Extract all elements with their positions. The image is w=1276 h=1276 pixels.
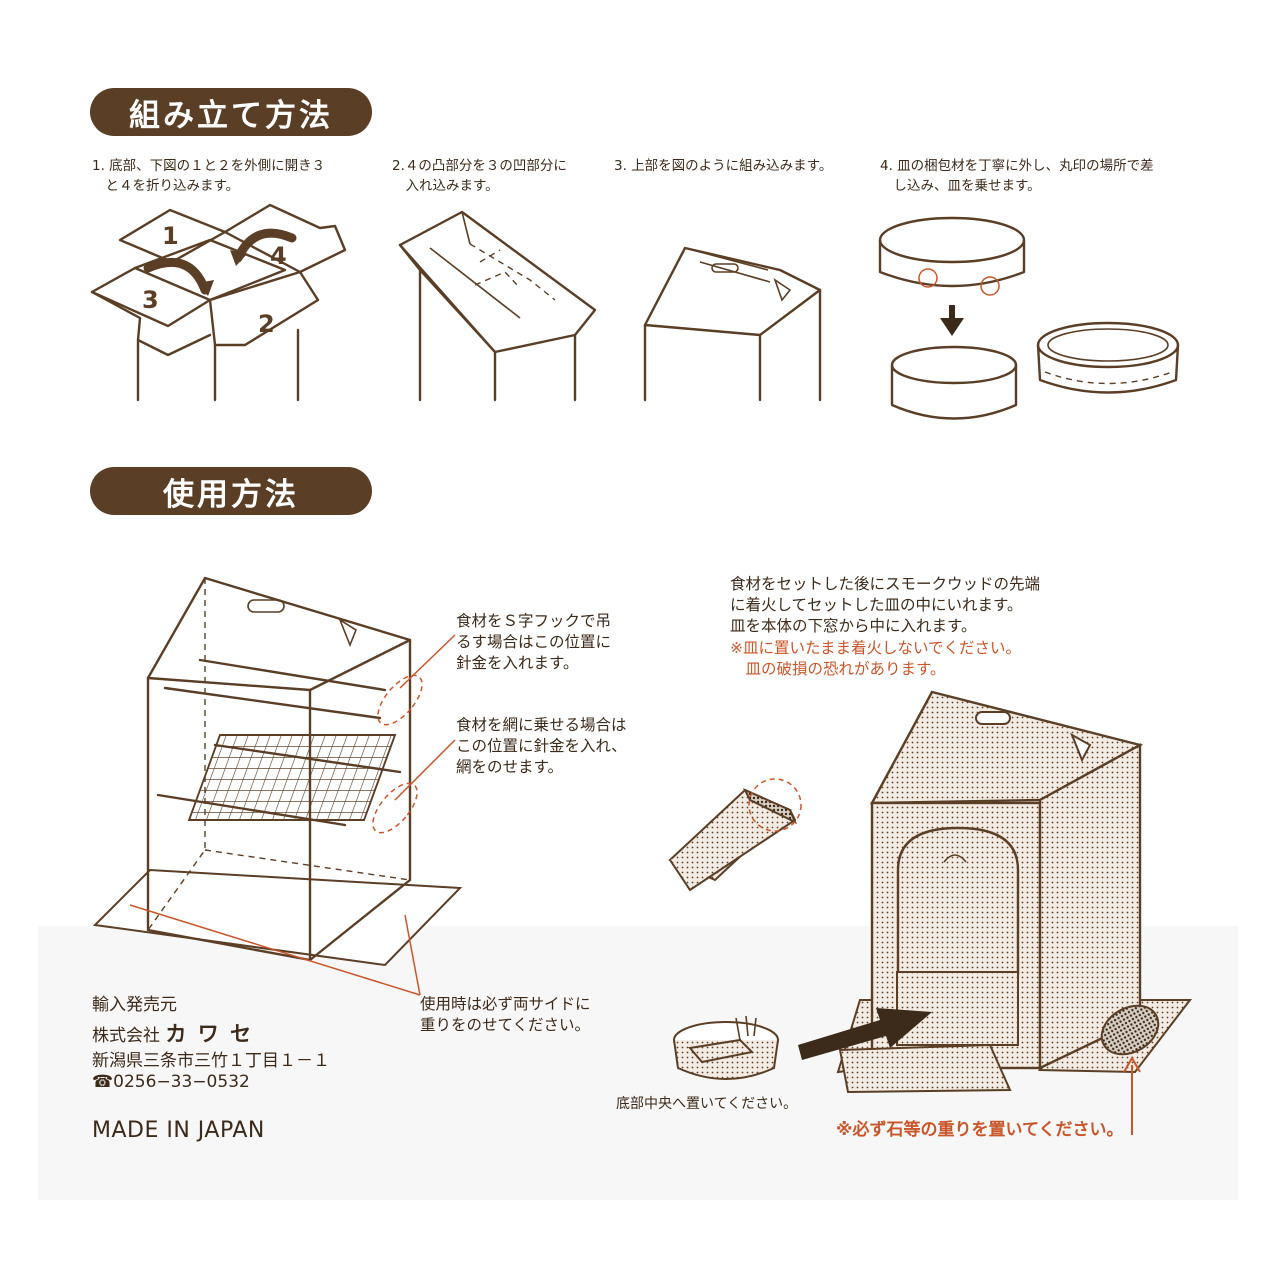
fold-number-4: 4: [270, 242, 287, 270]
smoke-wood-note: 食材をセットした後にスモークウッドの先端 に着火してセットした皿の中にいれます。…: [730, 575, 1041, 635]
hook-note: 食材をＳ字フックで吊 るす場合はこの位置に 針金を入れます。: [456, 612, 612, 672]
assembly-step-3: 3. 上部を図のように組み込みます。: [614, 158, 833, 174]
fold-number-3: 3: [142, 286, 159, 314]
assembly-step-2: 2.４の凸部分を３の凹部分に 入れ込みます。: [392, 158, 567, 194]
dish-with-wood-figure: [673, 1015, 779, 1080]
warning-note: ※皿に置いたまま着火しないでください。 皿の破損の恐れがあります。: [730, 639, 1022, 678]
fold-number-2: 2: [258, 310, 275, 338]
usage-heading: 使用方法: [90, 467, 372, 515]
company-role: 輸入発売元: [92, 995, 177, 1015]
usage-right-figure: [798, 690, 1193, 1135]
step3-figure: [643, 246, 822, 402]
step4-figure: [878, 216, 1180, 420]
smoke-wood-figure: [668, 778, 802, 892]
assembly-step-4: 4. 皿の梱包材を丁寧に外し、丸印の場所で差 し込み、皿を乗せます。: [880, 158, 1154, 194]
company-name-prefix: 株式会社: [92, 1026, 160, 1046]
step2-figure: [398, 210, 597, 402]
assembly-step-1: 1. 底部、下図の１と２を外側に開き３ と４を折り込みます。: [92, 158, 326, 194]
dish-center-note: 底部中央へ置いてください。: [616, 1096, 798, 1112]
assembly-heading: 組み立て方法: [90, 88, 372, 136]
usage-left-figure: [92, 576, 463, 996]
company-address: 新潟県三条市三竹１丁目１－１: [92, 1051, 330, 1071]
company-brand: カ ワ セ: [165, 1022, 254, 1046]
step1-figure: 1 2 3 4: [90, 203, 347, 402]
company-phone: ☎0256−33−0532: [92, 1072, 250, 1092]
made-in-label: MADE IN JAPAN: [92, 1118, 265, 1143]
fold-number-1: 1: [162, 222, 179, 250]
weight-warning-note: ※必ず石等の重りを置いてください。: [836, 1120, 1124, 1140]
weight-sides-note: 使用時は必ず両サイドに 重りをのせてください。: [420, 995, 591, 1034]
company-name-line: 株式会社 カ ワ セ: [92, 1018, 253, 1048]
net-note: 食材を網に乗せる場合は この位置に針金を入れ、 網をのせます。: [456, 716, 627, 776]
